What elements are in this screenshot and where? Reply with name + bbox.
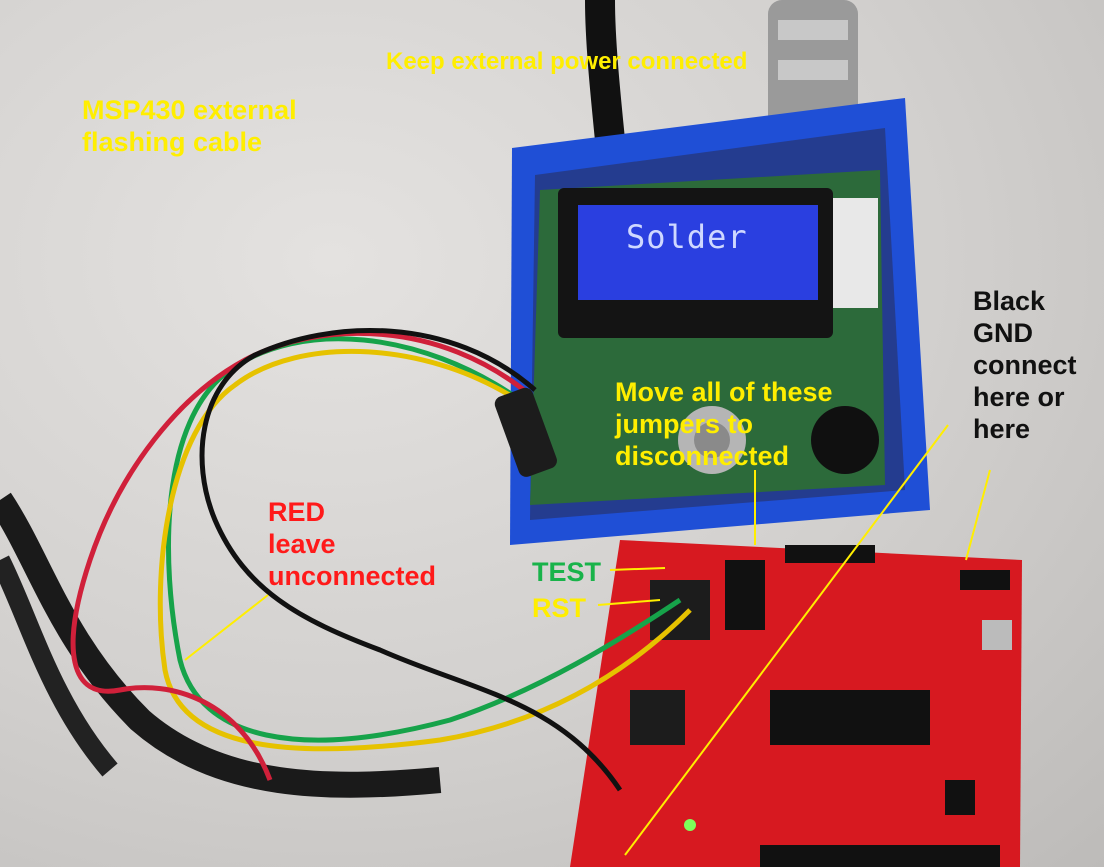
black-gnd-caption: Black GND connect here or here (973, 286, 1077, 444)
lcd-text: Solder (626, 218, 748, 256)
rst-caption: RST (532, 593, 586, 623)
gnd-pointer-line-1 (624, 424, 949, 856)
move-jumpers-caption: Move all of these jumpers to disconnecte… (615, 377, 833, 471)
msp430-chip (770, 690, 930, 745)
lcd-screen (578, 205, 818, 300)
jumper-block (725, 560, 765, 630)
keep-power-caption: Keep external power connected (386, 48, 748, 75)
reset-button (982, 620, 1012, 650)
rst-pointer-line (597, 599, 661, 606)
black-wire (199, 328, 623, 792)
green-led (684, 819, 696, 831)
wire-connector (494, 387, 557, 477)
power-cable (585, 0, 625, 142)
red-unconnected-caption: RED leave unconnected (268, 497, 437, 591)
green-wire (166, 336, 682, 743)
msp430-cable-caption: MSP430 external flashing cable (82, 95, 297, 157)
black-cable (0, 555, 118, 777)
gnd-pointer-line-2 (965, 469, 991, 561)
usb-cable (0, 492, 442, 798)
test-caption: TEST (532, 557, 602, 587)
red-pointer-line (184, 594, 269, 661)
test-pointer-line (609, 567, 666, 571)
buzzer (811, 406, 879, 474)
